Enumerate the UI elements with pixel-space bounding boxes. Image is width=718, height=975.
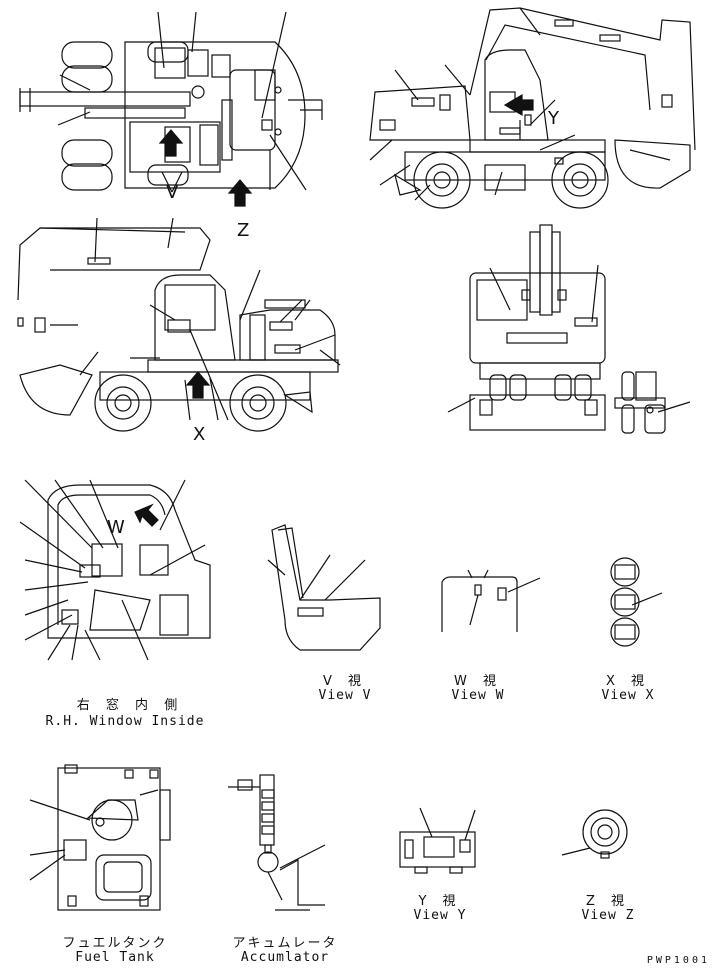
view-v-caption-en: View V: [318, 688, 372, 703]
view-x-caption-jp: X 視: [605, 674, 651, 689]
rh-window-caption-en: R.H. Window Inside: [45, 714, 205, 729]
view-y-caption-jp: Y 視: [418, 894, 462, 909]
view-x-caption-en: View X: [601, 688, 655, 703]
rh-window-inside-drawing: [19, 479, 211, 661]
view-v-drawing: [267, 524, 381, 651]
side-view-right-machine: [369, 7, 696, 209]
accumulator-drawing: [228, 774, 326, 911]
fuel-tank-caption-en: Fuel Tank: [75, 950, 155, 965]
accumulator-caption-en: Accumlator: [240, 950, 330, 965]
accumulator-caption-jp: アキュムレータ: [232, 936, 338, 951]
callout-x: X: [193, 424, 205, 445]
view-z-caption-en: View Z: [581, 908, 635, 923]
top-view-machine: [19, 11, 323, 207]
view-y-caption-en: View Y: [413, 908, 467, 923]
fuel-tank-drawing: [29, 764, 171, 911]
callout-y: Y: [547, 108, 560, 129]
view-w-caption-en: View W: [451, 688, 505, 703]
rh-window-caption-jp: 右 窓 内 側: [76, 698, 184, 713]
callout-v: V: [166, 182, 179, 203]
drawing-code: PWP1001: [646, 955, 710, 966]
callout-w: W: [107, 517, 125, 538]
view-z-drawing: [561, 809, 628, 859]
view-y-drawing: [399, 807, 476, 874]
fuel-tank-caption-jp: フュエルタンク: [62, 936, 168, 951]
view-v-caption-jp: V 視: [322, 674, 368, 689]
view-w-drawing: [441, 569, 541, 632]
view-z-caption-jp: Z 視: [585, 894, 631, 909]
view-w-caption-jp: W 視: [454, 674, 502, 689]
side-view-left-machine: [17, 217, 341, 432]
callout-z: Z: [237, 220, 249, 241]
view-x-drawing: [610, 557, 663, 647]
rear-view-machine: [447, 224, 691, 434]
